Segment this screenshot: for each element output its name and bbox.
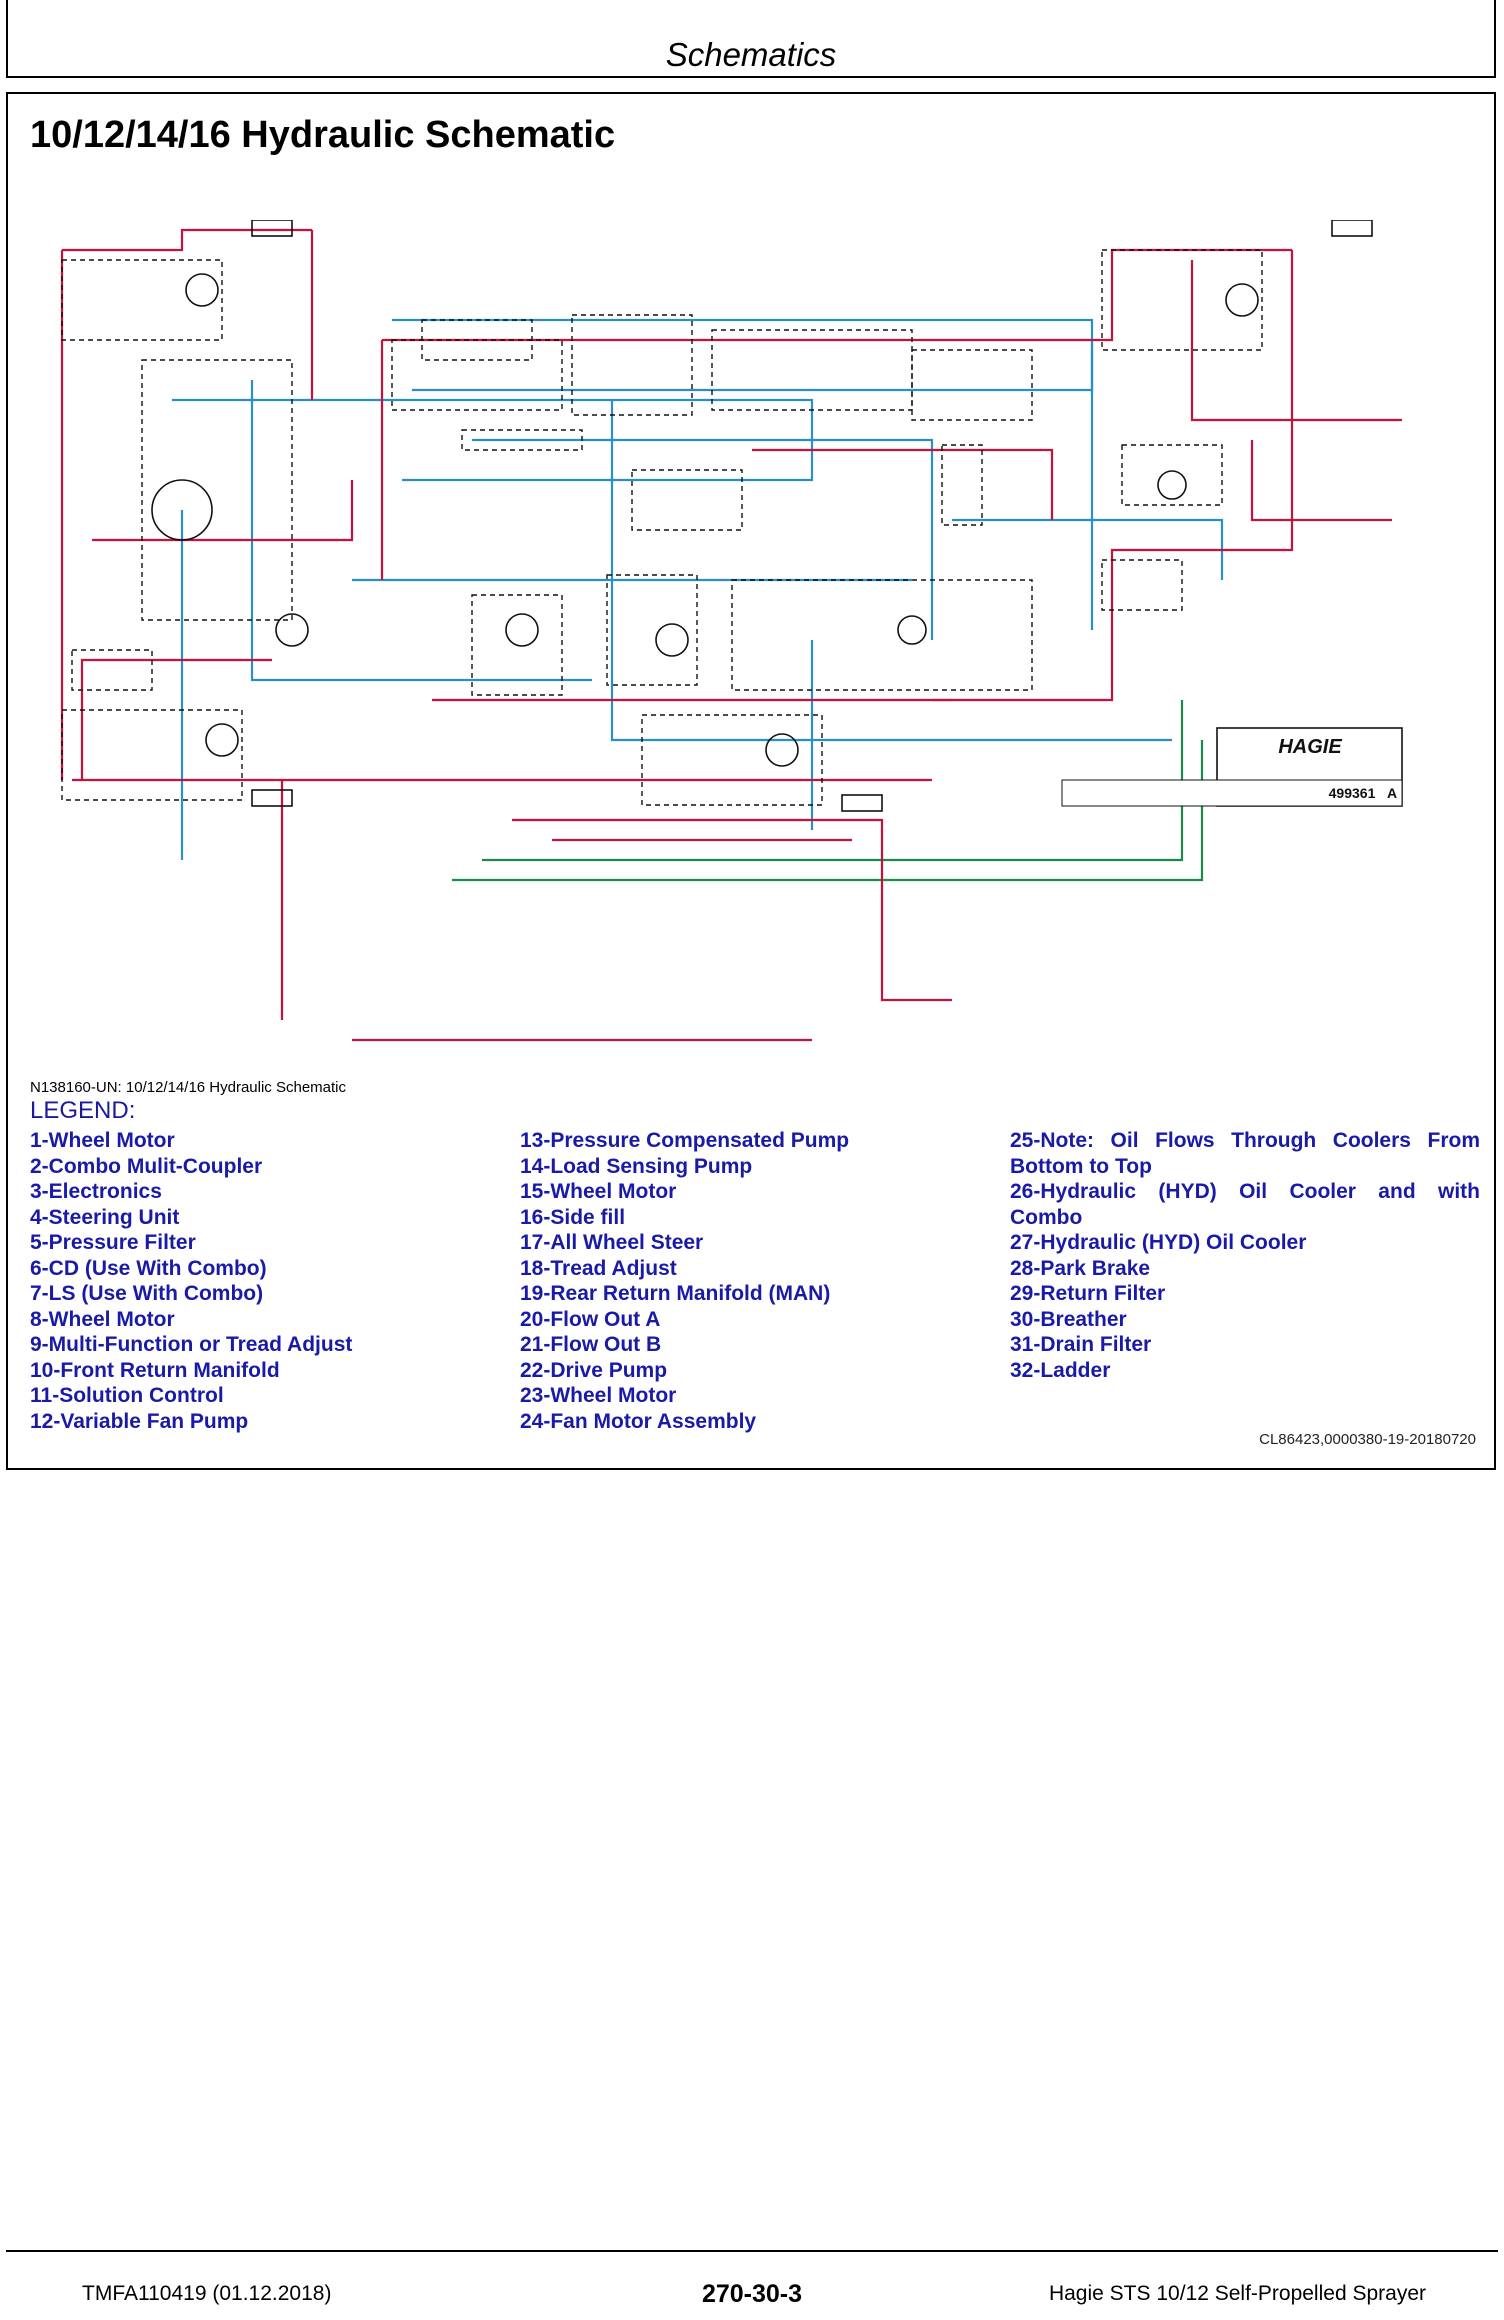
legend-item: 19-Rear Return Manifold (MAN) bbox=[520, 1282, 831, 1305]
legend-column-1: 1-Wheel Motor 2-Combo Mulit-Coupler 3-El… bbox=[30, 1128, 500, 1434]
legend-item: 23-Wheel Motor bbox=[520, 1384, 677, 1407]
footer-doc-id: TMFA110419 (01.12.2018) bbox=[82, 2282, 332, 2305]
legend-item: 20-Flow Out A bbox=[520, 1307, 661, 1331]
legend-column-2: 13-Pressure Compensated Pump 14-Load Sen… bbox=[520, 1128, 990, 1434]
legend-item: 22-Drive Pump bbox=[520, 1358, 668, 1382]
legend-title: LEGEND: bbox=[30, 1097, 136, 1124]
legend-item: 11-Solution Control bbox=[30, 1384, 224, 1407]
hagie-logo: HAGIE bbox=[1278, 736, 1342, 758]
legend-item: 16-Side fill bbox=[520, 1205, 626, 1229]
footer-page-number: 270-30-3 bbox=[701, 2280, 803, 2308]
legend-item: 3-Electronics bbox=[30, 1180, 162, 1203]
drawing-number: 499361 bbox=[1329, 785, 1376, 801]
legend-item: 18-Tread Adjust bbox=[520, 1256, 677, 1280]
legend-item: 1-Wheel Motor bbox=[30, 1129, 175, 1152]
legend-item: 26-Hydraulic (HYD) Oil Cooler and with bbox=[1010, 1180, 1480, 1203]
revision-letter: A bbox=[1387, 785, 1397, 801]
legend-item: 7-LS (Use With Combo) bbox=[30, 1282, 264, 1305]
legend-item: Bottom to Top bbox=[1010, 1154, 1152, 1178]
legend-column-3: 25-Note: Oil Flows Through Coolers From … bbox=[1010, 1128, 1480, 1383]
legend-item: 24-Fan Motor Assembly bbox=[520, 1409, 757, 1433]
hydraulic-schematic-diagram: HAGIE 499361 A bbox=[60, 220, 1403, 1042]
page-header: Schematics bbox=[6, 0, 1496, 78]
footer-product-name: Hagie STS 10/12 Self-Propelled Sprayer bbox=[1048, 2282, 1426, 2305]
legend-item: 14-Load Sensing Pump bbox=[520, 1154, 753, 1178]
title-block: HAGIE 499361 A bbox=[1061, 727, 1403, 807]
figure-panel: 10/12/14/16 Hydraulic Schematic bbox=[6, 92, 1496, 1470]
legend-item: 27-Hydraulic (HYD) Oil Cooler bbox=[1010, 1231, 1307, 1254]
section-title: Schematics bbox=[665, 36, 837, 73]
legend-item: 17-All Wheel Steer bbox=[520, 1231, 704, 1254]
legend-item: 12-Variable Fan Pump bbox=[30, 1409, 249, 1433]
legend-item: 5-Pressure Filter bbox=[30, 1231, 196, 1254]
reference-code: CL86423,0000380-19-20180720 bbox=[1259, 1431, 1476, 1448]
legend-item: 2-Combo Mulit-Coupler bbox=[30, 1154, 263, 1178]
footer-divider bbox=[6, 2250, 1498, 2252]
legend-item: 28-Park Brake bbox=[1010, 1256, 1151, 1280]
legend-item: 8-Wheel Motor bbox=[30, 1307, 175, 1331]
legend-item: 32-Ladder bbox=[1010, 1358, 1111, 1382]
legend-item: Combo bbox=[1010, 1205, 1083, 1229]
legend-item: 6-CD (Use With Combo) bbox=[30, 1256, 267, 1280]
legend-item: 31-Drain Filter bbox=[1010, 1333, 1152, 1356]
legend-item: 30-Breather bbox=[1010, 1307, 1127, 1331]
schematic-title: 10/12/14/16 Hydraulic Schematic bbox=[30, 114, 616, 156]
legend-item: 9-Multi-Function or Tread Adjust bbox=[30, 1333, 353, 1356]
legend-item: 21-Flow Out B bbox=[520, 1333, 662, 1356]
legend-item: 4-Steering Unit bbox=[30, 1205, 180, 1229]
legend-item: 10-Front Return Manifold bbox=[30, 1358, 280, 1382]
legend-item: 25-Note: Oil Flows Through Coolers From bbox=[1010, 1129, 1480, 1152]
legend-item: 15-Wheel Motor bbox=[520, 1180, 677, 1203]
figure-caption: N138160-UN: 10/12/14/16 Hydraulic Schema… bbox=[30, 1079, 347, 1096]
legend-item: 29-Return Filter bbox=[1010, 1282, 1166, 1305]
legend-item: 13-Pressure Compensated Pump bbox=[520, 1129, 850, 1152]
